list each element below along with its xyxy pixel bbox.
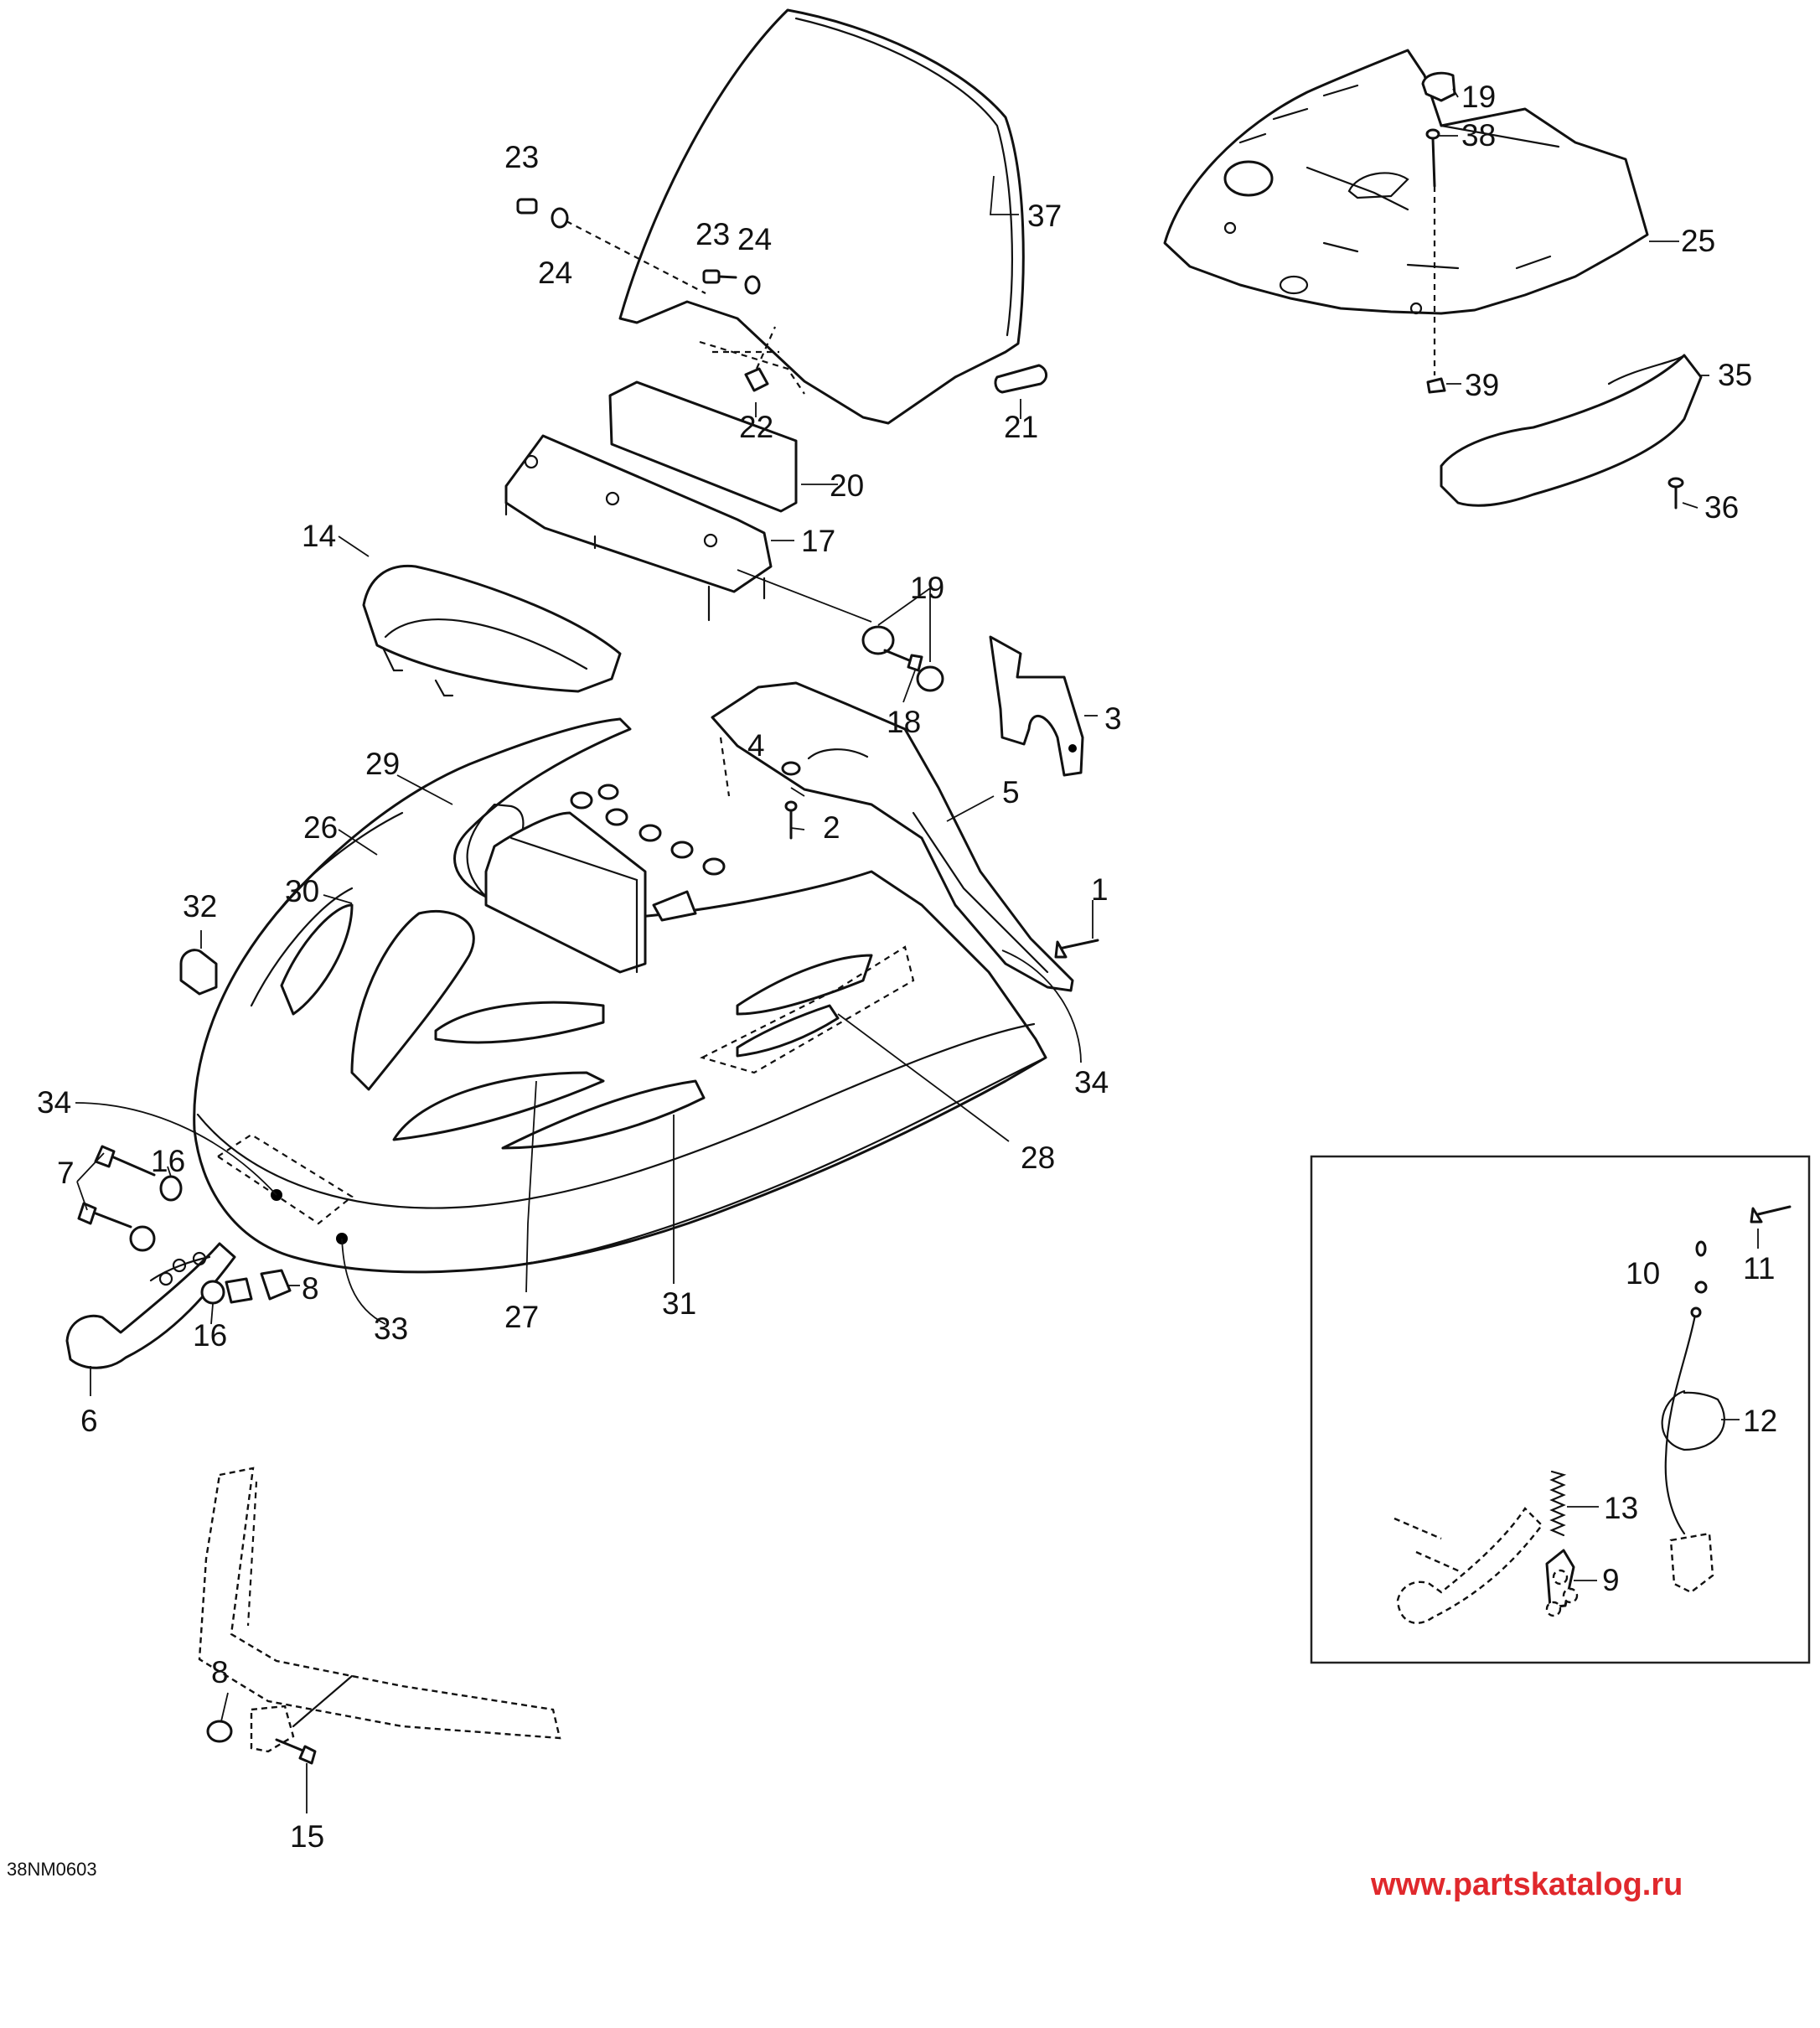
callout-10: 10 xyxy=(1626,1256,1660,1291)
callout-35: 35 xyxy=(1718,358,1752,392)
callout-2: 2 xyxy=(823,810,840,845)
callout-21: 21 xyxy=(1004,410,1038,444)
bolt-7-upper xyxy=(94,1145,156,1177)
callout-7: 7 xyxy=(57,1156,75,1190)
callout-34-right: 34 xyxy=(1074,1065,1109,1099)
rivet-4 xyxy=(781,761,801,776)
callout-8-frame: 8 xyxy=(211,1655,229,1689)
rivet-2 xyxy=(784,800,798,840)
rivet-1 xyxy=(1054,939,1099,959)
callout-16-lower: 16 xyxy=(193,1318,227,1353)
callout-5: 5 xyxy=(1002,775,1020,810)
callout-3: 3 xyxy=(1104,701,1122,736)
grommet-19-left xyxy=(861,625,895,655)
callout-29: 29 xyxy=(365,747,400,781)
nut-19 xyxy=(1421,71,1456,102)
callout-30: 30 xyxy=(285,874,319,908)
callout-labels: 1 2 3 4 5 6 7 8 8 9 10 11 12 13 14 15 16… xyxy=(37,80,1777,1854)
callout-16-upper: 16 xyxy=(151,1144,185,1178)
callout-23-upper: 23 xyxy=(504,140,539,174)
callout-24-upper: 24 xyxy=(538,256,572,290)
windshield xyxy=(618,8,1025,425)
callout-39: 39 xyxy=(1465,368,1499,402)
bracket-3 xyxy=(989,635,1084,777)
leader-lines xyxy=(75,88,1759,1813)
callout-1: 1 xyxy=(1091,872,1109,907)
watermark-link[interactable]: www.partskatalog.ru xyxy=(1371,1867,1683,1902)
callout-11: 11 xyxy=(1743,1251,1775,1286)
callout-31: 31 xyxy=(662,1286,696,1321)
console-17 xyxy=(504,434,872,623)
callout-25: 25 xyxy=(1681,224,1715,258)
windshield-nut-22 xyxy=(744,326,777,392)
cable-12 xyxy=(1661,1306,1725,1535)
callout-13: 13 xyxy=(1604,1491,1638,1525)
callout-6: 6 xyxy=(80,1404,98,1438)
belly-pan-25 xyxy=(1163,49,1649,315)
nut-8 xyxy=(225,1269,292,1304)
callout-38: 38 xyxy=(1461,118,1496,153)
callout-23-lower: 23 xyxy=(695,217,730,251)
callout-20: 20 xyxy=(830,468,864,503)
cover-20 xyxy=(608,380,798,513)
callout-19-bellypan: 19 xyxy=(1461,80,1496,114)
clip-21 xyxy=(994,364,1047,394)
windshield-bolt-23-upper xyxy=(516,198,706,294)
bolt-38 xyxy=(1425,128,1440,375)
grommet-19-right xyxy=(916,665,944,692)
callout-14: 14 xyxy=(302,519,336,553)
callout-17: 17 xyxy=(801,524,835,558)
callout-24-lower: 24 xyxy=(737,222,772,256)
callout-19-console: 19 xyxy=(910,571,944,605)
inset-bracket xyxy=(1669,1532,1714,1594)
callout-8-handle: 8 xyxy=(302,1271,319,1306)
inset-handle xyxy=(1393,1507,1579,1625)
bumper-35 xyxy=(1440,354,1703,507)
windshield-bolt-23-lower xyxy=(702,269,761,295)
bolt-15 xyxy=(275,1738,317,1765)
clip-32 xyxy=(179,949,218,996)
rivet-11 xyxy=(1750,1205,1792,1224)
callout-22: 22 xyxy=(739,410,773,444)
callout-32: 32 xyxy=(183,889,217,923)
screw-18 xyxy=(883,649,923,672)
callout-4: 4 xyxy=(747,728,765,763)
inset-detail xyxy=(1310,1155,1811,1664)
callout-27: 27 xyxy=(504,1300,539,1334)
nut-8-lower xyxy=(206,1720,233,1743)
callout-9: 9 xyxy=(1602,1563,1620,1597)
figure-reference-code: 38NM0603 xyxy=(7,1859,97,1880)
callout-37: 37 xyxy=(1027,199,1062,233)
nut-39 xyxy=(1426,377,1446,394)
bolt-7-lower xyxy=(77,1202,132,1229)
callout-28: 28 xyxy=(1021,1141,1055,1175)
bracket-frame xyxy=(250,1674,354,1753)
spring-13 xyxy=(1549,1470,1567,1537)
callout-34-left: 34 xyxy=(37,1085,71,1120)
side-panel-5 xyxy=(711,681,1074,992)
callout-15: 15 xyxy=(290,1819,324,1854)
handle-6 xyxy=(65,1242,236,1369)
callout-36: 36 xyxy=(1704,490,1739,525)
callout-33: 33 xyxy=(374,1311,408,1346)
panel-14 xyxy=(362,564,622,697)
hood-26 xyxy=(193,717,1047,1274)
callout-26: 26 xyxy=(303,810,338,845)
washer-16 xyxy=(129,1175,225,1305)
callout-18: 18 xyxy=(887,705,921,739)
screw-36 xyxy=(1667,477,1684,510)
frame-bar xyxy=(198,1467,561,1740)
callout-12: 12 xyxy=(1743,1404,1777,1438)
clip-10 xyxy=(1694,1240,1708,1294)
